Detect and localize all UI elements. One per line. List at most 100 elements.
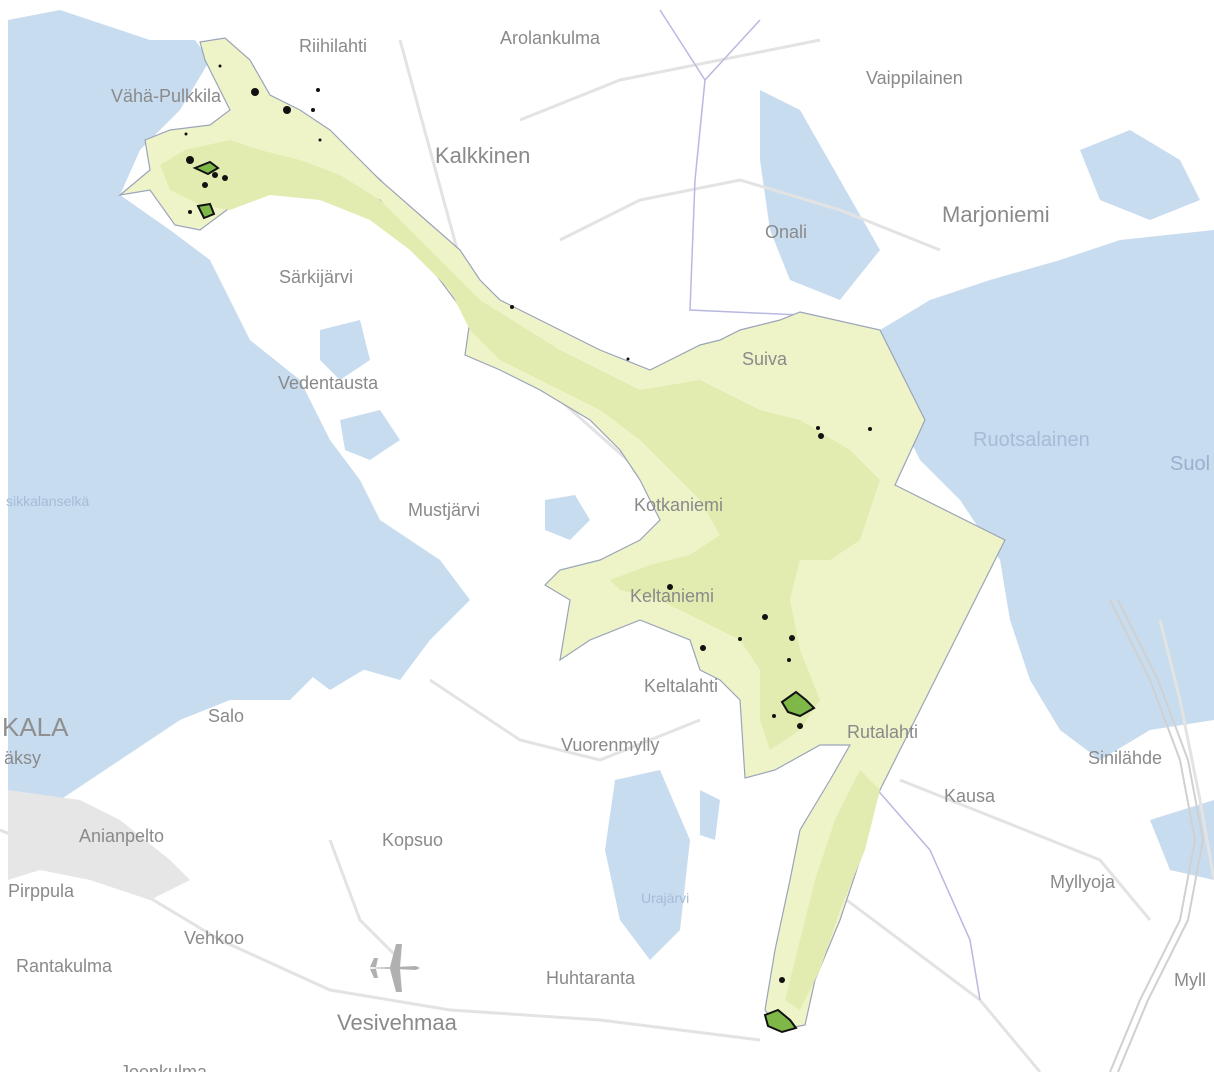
label-pirppula: Pirppula xyxy=(8,881,75,901)
site-dot xyxy=(184,132,188,136)
site-dot xyxy=(818,433,824,439)
boundary-2 xyxy=(704,19,761,81)
site-dot xyxy=(188,210,192,214)
label-anianpelto: Anianpelto xyxy=(79,826,164,846)
lake-small-1 xyxy=(700,790,720,840)
lake-mustjarvi xyxy=(545,495,590,540)
label-aksy-partial: äksy xyxy=(4,748,41,768)
label-sinilahde: Sinilähde xyxy=(1088,748,1162,768)
label-kausa: Kausa xyxy=(944,786,996,806)
site-polygon xyxy=(780,690,816,718)
site-dot xyxy=(787,658,791,662)
label-ruotsalainen: Ruotsalainen xyxy=(973,429,1090,451)
label-joenkulma-partial: Joenkulma xyxy=(120,1062,208,1072)
road-8 xyxy=(519,38,821,122)
site-polygon xyxy=(196,202,216,220)
label-vesivehmaa: Vesivehmaa xyxy=(337,1010,458,1035)
label-myllyoja: Myllyoja xyxy=(1050,872,1116,892)
site-dot xyxy=(797,723,803,729)
site-dot xyxy=(218,64,222,68)
site-dot xyxy=(700,645,706,651)
site-dot xyxy=(311,108,315,112)
site-dot xyxy=(318,138,322,142)
site-dot xyxy=(186,156,194,164)
label-riihilahti: Riihilahti xyxy=(299,36,367,56)
boundary-3 xyxy=(859,769,981,1001)
rail-2 xyxy=(1117,599,1205,1072)
label-vuorenmylly: Vuorenmylly xyxy=(561,735,659,755)
road-5 xyxy=(899,778,1152,921)
site-dot xyxy=(626,357,630,361)
label-salo: Salo xyxy=(208,706,244,726)
road-2 xyxy=(398,39,462,261)
site-dot xyxy=(212,172,218,178)
label-mustjarvi: Mustjärvi xyxy=(408,500,480,520)
label-rutalahti: Rutalahti xyxy=(847,722,918,742)
urban-west xyxy=(8,790,190,900)
label-vehkoo: Vehkoo xyxy=(184,928,244,948)
label-keltalahti: Keltalahti xyxy=(644,676,718,696)
boundaries xyxy=(659,9,981,1001)
label-rantakulma: Rantakulma xyxy=(16,956,113,976)
road-10 xyxy=(328,839,402,962)
road-9 xyxy=(559,178,941,252)
site-polygon xyxy=(763,1008,798,1034)
label-kopsuo: Kopsuo xyxy=(382,830,443,850)
label-marjoniemi: Marjoniemi xyxy=(942,202,1050,227)
label-sikkalanselka: sikkalanselkä xyxy=(6,493,89,509)
label-sarkijarvi: Särkijärvi xyxy=(279,267,353,287)
airplane-icon xyxy=(368,944,420,992)
lake-sarkijarvi xyxy=(320,320,370,380)
lake-onali xyxy=(760,90,880,300)
railway xyxy=(1109,599,1205,1072)
rail-1 xyxy=(1109,599,1197,1072)
site-dot xyxy=(283,106,291,114)
site-dot xyxy=(251,88,259,96)
label-arolankulma: Arolankulma xyxy=(500,28,601,48)
label-suiva: Suiva xyxy=(742,349,788,369)
site-dot xyxy=(772,714,776,718)
protected-area-inner xyxy=(160,140,880,750)
site-dot xyxy=(316,88,320,92)
lake-ruotsalainen xyxy=(880,230,1214,760)
site-dot xyxy=(816,426,820,430)
label-urajarvi: Urajärvi xyxy=(641,890,689,906)
label-huhtaranta: Huhtaranta xyxy=(546,968,636,988)
site-dot xyxy=(667,584,673,590)
site-polygon xyxy=(192,160,220,176)
label-keltaniemi: Keltaniemi xyxy=(630,586,714,606)
lake-vedentausta xyxy=(340,410,400,460)
site-features[interactable] xyxy=(184,64,873,1034)
site-dot xyxy=(868,427,872,431)
site-dot xyxy=(789,635,795,641)
lake-far-east xyxy=(1150,800,1214,880)
lake-west-bay xyxy=(280,560,380,690)
boundary-1 xyxy=(659,9,801,316)
label-onali: Onali xyxy=(765,222,807,242)
protected-area[interactable] xyxy=(117,37,1006,1031)
label-kalkkinen: Kalkkinen xyxy=(435,143,530,168)
urban-area xyxy=(8,790,190,900)
road-7 xyxy=(819,878,1042,1072)
label-kala-partial: KALA xyxy=(2,712,69,742)
site-dot xyxy=(779,977,785,983)
water-bodies xyxy=(8,10,1214,960)
label-vaha-pulkkila: Vähä-Pulkkila xyxy=(111,86,222,106)
road-4 xyxy=(429,678,701,762)
lake-north-east xyxy=(1080,130,1200,220)
site-dot xyxy=(762,614,768,620)
site-dot xyxy=(202,182,208,188)
label-myll-partial: Myll xyxy=(1174,970,1206,990)
place-labels: Riihilahti Arolankulma Vaippilainen Vähä… xyxy=(2,28,1210,1072)
site-dot xyxy=(510,305,514,309)
label-vaippilainen: Vaippilainen xyxy=(866,68,963,88)
label-vedentausta: Vedentausta xyxy=(278,373,379,393)
label-suo-partial: Suol xyxy=(1170,453,1210,475)
lake-urajarvi xyxy=(605,770,690,960)
protected-area-south-strip xyxy=(785,770,880,1010)
road-6 xyxy=(1158,619,1214,881)
label-kotkaniemi: Kotkaniemi xyxy=(634,495,723,515)
site-dot xyxy=(738,637,742,641)
